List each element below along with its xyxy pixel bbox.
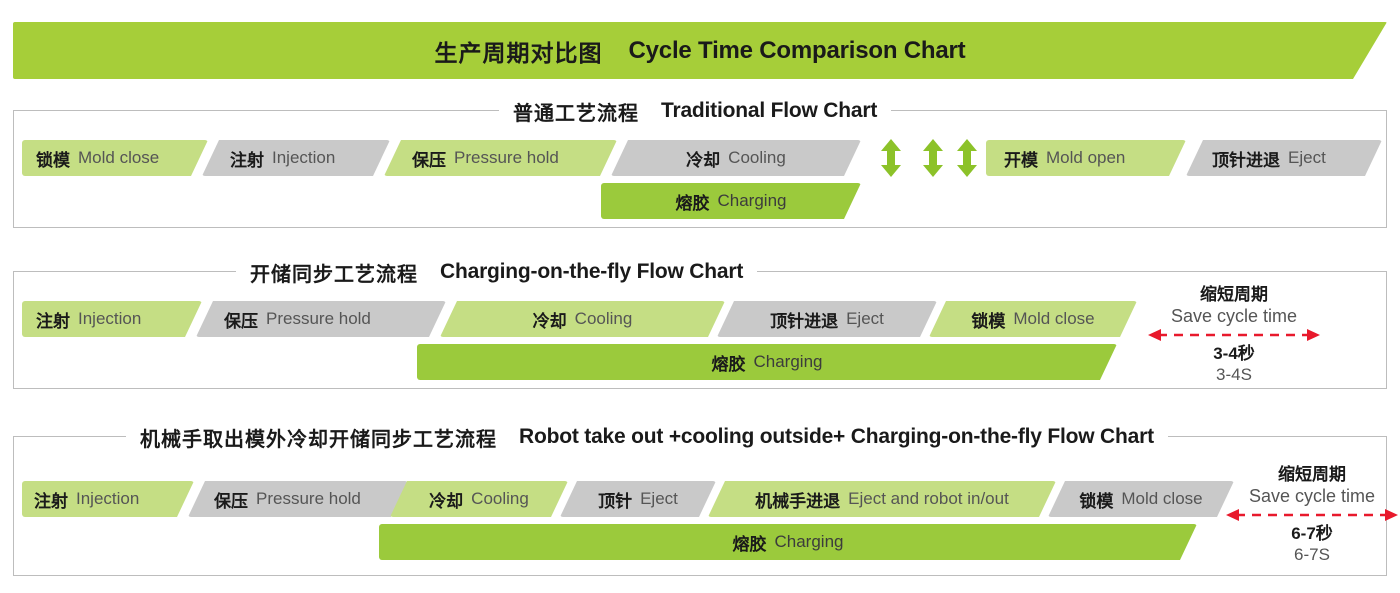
bar-label-cn: 锁模 (971, 311, 1006, 331)
bar-label-cn: 冷却 (429, 491, 464, 511)
bar-label-en: Mold close (78, 148, 160, 167)
page-title: 生产周期对比图 Cycle Time Comparison Chart (13, 22, 1387, 79)
bar-label-en: Injection (76, 489, 140, 508)
bar-label-en: Cooling (728, 148, 786, 167)
bar-label-cn: 注射 (36, 311, 70, 331)
section-legend-cn: 普通工艺流程 (513, 102, 639, 125)
section-legend-en: Traditional Flow Chart (661, 99, 878, 122)
bar-label-cn: 熔胶 (732, 534, 767, 554)
save-value-cn: 6-7秒 (1291, 524, 1333, 543)
bar-cooling[interactable]: 冷却 Cooling (611, 140, 861, 176)
bar-mold-close[interactable]: 锁模 Mold close (1048, 481, 1234, 517)
bar-injection[interactable]: 注射 Injection (22, 481, 194, 517)
bar-label-cn: 保压 (224, 311, 258, 331)
bar-eject[interactable]: 顶针进退 Eject (717, 301, 937, 337)
bar-eject[interactable]: 顶针进退 Eject (1186, 140, 1382, 176)
save-cycle-time-annotation: 缩短周期 Save cycle time 6-7秒 6-7S (1224, 464, 1400, 565)
bar-label-cn: 锁模 (1079, 491, 1114, 511)
page-title-en: Cycle Time Comparison Chart (628, 36, 966, 64)
save-value-en: 6-7S (1294, 545, 1330, 564)
bar-label-cn: 熔胶 (711, 354, 746, 374)
bar-label-cn: 开模 (1004, 150, 1038, 170)
bar-label-cn: 顶针进退 (1212, 150, 1280, 170)
bar-label-cn: 注射 (34, 491, 68, 511)
bar-label-en: Eject (846, 309, 884, 328)
bar-label-en: Charging (774, 532, 844, 551)
section-legend-cn: 开储同步工艺流程 (250, 263, 418, 286)
bar-pressure-hold[interactable]: 保压 Pressure hold (196, 301, 446, 337)
bar-mold-open[interactable]: 开模 Mold open (986, 140, 1186, 176)
bar-label-en: Eject (640, 489, 678, 508)
bar-row-traditional: 锁模 Mold close 注射 Injection 保压 Pressure h… (14, 111, 1386, 227)
save-label-cn: 缩短周期 (1200, 285, 1268, 304)
bar-label-cn: 熔胶 (675, 193, 710, 213)
bar-label-en: Eject (1288, 148, 1326, 167)
bar-row-robot-take-out: 注射 Injection 保压 Pressure hold 冷却 Cooling… (14, 437, 1398, 575)
bar-label-en: Pressure hold (266, 309, 371, 328)
bar-label-cn: 顶针进退 (770, 311, 839, 331)
bar-label-cn: 保压 (412, 150, 446, 170)
bar-label-cn: 注射 (230, 150, 264, 170)
bar-charging[interactable]: 熔胶 Charging (379, 524, 1197, 560)
section-legend-en: Charging-on-the-fly Flow Chart (440, 260, 744, 283)
bar-label-cn: 机械手进退 (755, 491, 841, 511)
bar-label-en: Injection (78, 309, 142, 328)
bar-label-en: Pressure hold (256, 489, 361, 508)
bar-label-cn: 保压 (214, 491, 248, 511)
bar-injection[interactable]: 注射 Injection (202, 140, 390, 176)
bar-mold-close[interactable]: 锁模 Mold close (22, 140, 208, 176)
dashed-double-arrow-icon (1146, 327, 1322, 343)
bar-eject[interactable]: 顶针 Eject (560, 481, 716, 517)
bar-row-charging-on-the-fly: 注射 Injection 保压 Pressure hold 冷却 Cooling… (14, 272, 1386, 388)
bar-label-en: Cooling (471, 489, 529, 508)
bar-pressure-hold[interactable]: 保压 Pressure hold (188, 481, 408, 517)
dashed-double-arrow-icon (1224, 507, 1400, 523)
double-arrow-icon (956, 139, 978, 177)
section-robot-take-out: 机械手取出模外冷却开储同步工艺流程 Robot take out +coolin… (13, 423, 1398, 576)
bar-label-cn: 冷却 (532, 311, 567, 331)
save-label-cn: 缩短周期 (1278, 465, 1346, 484)
bar-label-en: Pressure hold (454, 148, 559, 167)
bar-cooling[interactable]: 冷却 Cooling (440, 301, 725, 337)
bar-label-en: Charging (717, 191, 787, 210)
section-legend-en: Robot take out +cooling outside+ Chargin… (519, 425, 1154, 448)
double-arrow-icon (880, 139, 902, 177)
section-traditional-flow: 普通工艺流程 Traditional Flow Chart 锁模 Mold cl… (13, 97, 1387, 228)
bar-cooling[interactable]: 冷却 Cooling (390, 481, 568, 517)
section-charging-on-the-fly: 开储同步工艺流程 Charging-on-the-fly Flow Chart … (13, 258, 1387, 389)
save-label-en: Save cycle time (1248, 486, 1376, 506)
bar-mold-close[interactable]: 锁模 Mold close (929, 301, 1137, 337)
section-legend-traditional: 普通工艺流程 Traditional Flow Chart (499, 97, 892, 125)
bar-pressure-hold[interactable]: 保压 Pressure hold (384, 140, 617, 176)
bar-label-en: Mold open (1046, 148, 1126, 167)
bar-robot-eject[interactable]: 机械手进退 Eject and robot in/out (708, 481, 1056, 517)
section-legend-charging-on-the-fly: 开储同步工艺流程 Charging-on-the-fly Flow Chart (236, 258, 758, 286)
double-arrow-icon (922, 139, 944, 177)
bar-label-en: Mold close (1013, 309, 1095, 328)
bar-label-en: Mold close (1121, 489, 1203, 508)
bar-charging[interactable]: 熔胶 Charging (601, 183, 861, 219)
save-value-cn: 3-4秒 (1213, 344, 1255, 363)
bar-label-cn: 锁模 (36, 150, 70, 170)
save-value-en: 3-4S (1216, 365, 1252, 384)
section-legend-robot-take-out: 机械手取出模外冷却开储同步工艺流程 Robot take out +coolin… (126, 423, 1168, 451)
bar-label-cn: 顶针 (598, 491, 633, 511)
section-legend-cn: 机械手取出模外冷却开储同步工艺流程 (140, 428, 497, 451)
bar-label-en: Injection (272, 148, 336, 167)
bar-label-en: Charging (753, 352, 823, 371)
save-label-en: Save cycle time (1170, 306, 1298, 326)
bar-label-cn: 冷却 (686, 150, 721, 170)
bar-charging[interactable]: 熔胶 Charging (417, 344, 1117, 380)
bar-injection[interactable]: 注射 Injection (22, 301, 202, 337)
save-cycle-time-annotation: 缩短周期 Save cycle time 3-4秒 3-4S (1146, 284, 1322, 385)
bar-label-en: Eject and robot in/out (848, 489, 1009, 508)
page-title-cn: 生产周期对比图 (434, 39, 603, 66)
bar-label-en: Cooling (574, 309, 633, 328)
page-header-banner: 生产周期对比图 Cycle Time Comparison Chart (13, 22, 1387, 79)
